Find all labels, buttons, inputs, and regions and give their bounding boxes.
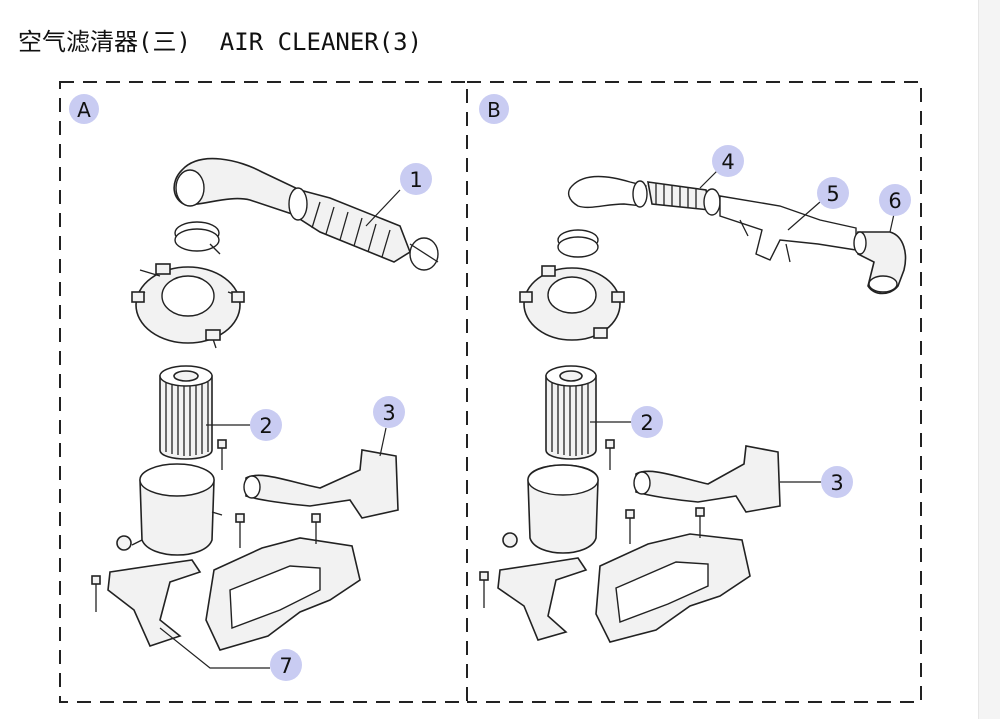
panel-a-parts	[91, 157, 439, 651]
resonator-b	[595, 507, 751, 643]
callout-6-text: 6	[888, 189, 901, 213]
panel-a-label-text: A	[77, 98, 91, 122]
callout-4-text: 4	[721, 150, 734, 174]
callout-2-b: 2	[631, 406, 663, 438]
exploded-parts-diagram: A B	[59, 81, 922, 703]
clamp-a	[174, 221, 221, 255]
intake-pipe-b	[719, 195, 857, 263]
callout-6: 6	[879, 184, 911, 216]
clamp-b	[557, 229, 599, 258]
callout-3-a-text: 3	[382, 401, 395, 425]
resonator-a	[205, 513, 361, 651]
callout-2-a-text: 2	[259, 414, 272, 438]
callout-1: 1	[400, 163, 432, 195]
lower-housing-b	[502, 439, 615, 554]
bracket-b	[479, 557, 588, 641]
callout-3-b-text: 3	[830, 471, 843, 495]
corrugated-hose-b	[647, 181, 721, 216]
housing-cover-b	[519, 265, 625, 341]
callout-3-b: 3	[821, 466, 853, 498]
callout-3-a: 3	[373, 396, 405, 428]
leaders-b	[590, 169, 895, 483]
rubber-elbow-b	[853, 231, 907, 295]
callout-2-a: 2	[250, 409, 282, 441]
page-title: 空气滤清器(三) AIR CLEANER(3)	[18, 28, 423, 56]
leaders-a	[159, 189, 401, 669]
lower-housing-a	[116, 439, 227, 556]
callout-4: 4	[712, 145, 744, 177]
page-margin-strip	[978, 0, 1000, 719]
bracket-a	[91, 559, 202, 647]
inlet-duct-a	[243, 449, 399, 519]
callout-7-text: 7	[279, 654, 292, 678]
callout-7: 7	[270, 649, 302, 681]
callout-2-b-text: 2	[640, 411, 653, 435]
panel-b-label: B	[479, 94, 509, 124]
intake-hose-a	[173, 157, 439, 271]
panel-a-border	[59, 81, 468, 703]
intake-elbow-b	[567, 175, 648, 209]
panel-b-border	[467, 81, 922, 703]
filter-element-b	[545, 365, 597, 460]
filter-element-a	[159, 365, 213, 460]
callout-5-text: 5	[826, 182, 839, 206]
callout-1-text: 1	[409, 168, 422, 192]
panel-b-parts	[479, 175, 907, 643]
inlet-duct-b	[633, 445, 781, 513]
housing-cover-a	[131, 263, 245, 349]
panel-b-label-text: B	[487, 98, 501, 122]
callout-5: 5	[817, 177, 849, 209]
panel-a-label: A	[69, 94, 99, 124]
